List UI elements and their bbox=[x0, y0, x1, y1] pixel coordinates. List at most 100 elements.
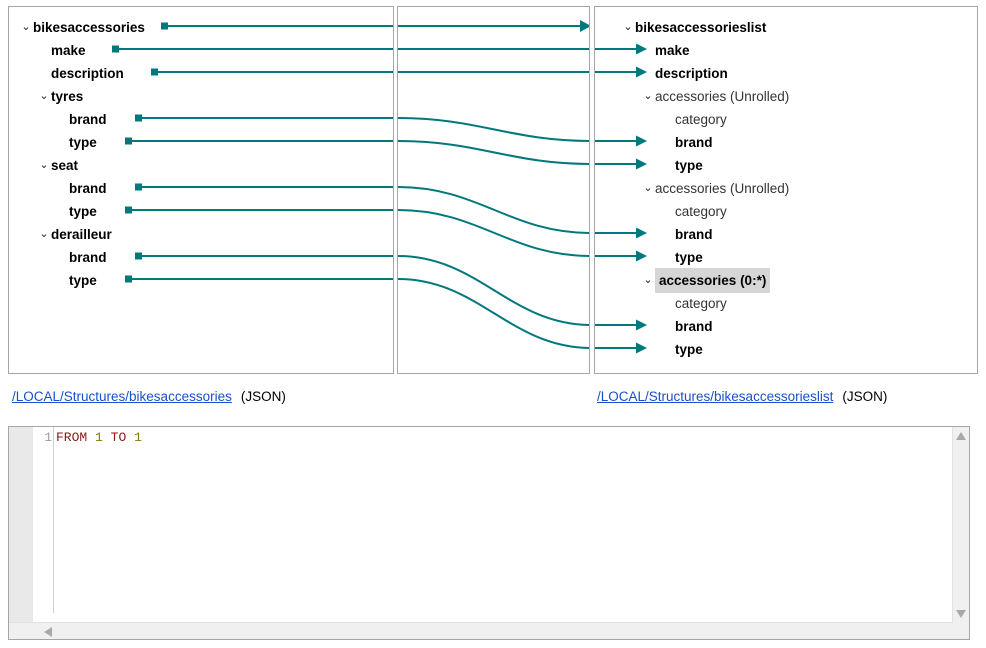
target-tree-row-label: category bbox=[675, 112, 727, 128]
source-tree-row[interactable]: description bbox=[9, 61, 393, 84]
code-token-number: 1 bbox=[95, 430, 103, 445]
editor-vertical-scrollbar[interactable] bbox=[952, 427, 969, 623]
source-tree-row[interactable]: ⌄bikesaccessories bbox=[9, 15, 393, 38]
target-tree-row-label: brand bbox=[675, 319, 713, 335]
target-tree-row-label: accessories (Unrolled) bbox=[655, 181, 790, 197]
editor-gutter bbox=[9, 427, 33, 639]
source-tree-row[interactable]: brand bbox=[9, 107, 393, 130]
target-tree-row-label: type bbox=[675, 342, 703, 358]
target-tree-row-label: description bbox=[655, 66, 728, 82]
target-tree-row-label: category bbox=[675, 204, 727, 220]
editor-line-numbers: 1 bbox=[44, 431, 52, 445]
target-tree-row-label: brand bbox=[675, 227, 713, 243]
mapping-link-curve[interactable] bbox=[398, 117, 590, 142]
code-token-number: 1 bbox=[134, 430, 142, 445]
target-tree-row[interactable]: type bbox=[595, 337, 977, 360]
source-tree-row[interactable]: type bbox=[9, 199, 393, 222]
source-tree-row-label: tyres bbox=[51, 89, 84, 105]
chevron-down-icon[interactable]: ⌄ bbox=[643, 274, 653, 287]
source-tree-row-label: brand bbox=[69, 112, 107, 128]
source-tree-row-label: derailleur bbox=[51, 227, 112, 243]
source-tree-row-label: bikesaccessories bbox=[33, 20, 145, 36]
source-path-link[interactable]: /LOCAL/Structures/bikesaccessories bbox=[12, 389, 232, 404]
mapping-link-curve[interactable] bbox=[398, 209, 590, 257]
source-tree-row-label: type bbox=[69, 273, 97, 289]
scroll-left-arrow-icon[interactable] bbox=[44, 627, 52, 637]
target-tree-row[interactable]: ⌄accessories (Unrolled) bbox=[595, 84, 977, 107]
source-tree-row-label: description bbox=[51, 66, 124, 82]
target-tree-row-label: category bbox=[675, 296, 727, 312]
target-tree-row[interactable]: make bbox=[595, 38, 977, 61]
chevron-down-icon[interactable]: ⌄ bbox=[39, 228, 49, 241]
editor-code-area[interactable]: FROM 1 TO 1 bbox=[56, 429, 949, 447]
target-tree-row[interactable]: category bbox=[595, 199, 977, 222]
mapping-link-curve[interactable] bbox=[398, 186, 590, 234]
target-format-label: (JSON) bbox=[842, 389, 888, 404]
code-editor[interactable]: 1 FROM 1 TO 1 bbox=[8, 426, 970, 640]
code-token-keyword: TO bbox=[110, 430, 127, 445]
source-tree-row-label: type bbox=[69, 135, 97, 151]
source-tree-row-label: make bbox=[51, 43, 86, 59]
chevron-down-icon[interactable]: ⌄ bbox=[643, 182, 653, 195]
target-tree-row-label-selected: accessories (0:*) bbox=[655, 268, 771, 294]
code-token-plain bbox=[103, 430, 111, 445]
mapping-link-curve[interactable] bbox=[398, 255, 590, 326]
source-tree-row[interactable]: brand bbox=[9, 245, 393, 268]
source-tree-row[interactable]: ⌄seat bbox=[9, 153, 393, 176]
source-tree-row[interactable]: ⌄derailleur bbox=[9, 222, 393, 245]
source-tree-row-label: seat bbox=[51, 158, 79, 174]
chevron-down-icon[interactable]: ⌄ bbox=[623, 21, 633, 34]
target-tree-row-label: type bbox=[675, 250, 703, 266]
target-tree-row-label: accessories (Unrolled) bbox=[655, 89, 790, 105]
source-tree-row[interactable]: type bbox=[9, 130, 393, 153]
mapping-arrowhead-icon bbox=[580, 20, 589, 32]
target-tree-row[interactable]: brand bbox=[595, 222, 977, 245]
scrollbar-corner bbox=[953, 623, 969, 639]
mapping-link-curves[interactable] bbox=[398, 7, 590, 374]
source-format-label: (JSON) bbox=[240, 389, 286, 404]
source-tree-row[interactable]: ⌄tyres bbox=[9, 84, 393, 107]
target-tree-row-label: make bbox=[655, 43, 690, 59]
code-token-plain bbox=[126, 430, 134, 445]
chevron-down-icon[interactable]: ⌄ bbox=[39, 159, 49, 172]
source-tree-row-label: brand bbox=[69, 250, 107, 266]
source-path-row: /LOCAL/Structures/bikesaccessories (JSON) bbox=[12, 388, 286, 406]
target-path-row: /LOCAL/Structures/bikesaccessorieslist (J… bbox=[597, 388, 887, 406]
code-token-plain bbox=[87, 430, 95, 445]
mapping-link-curve[interactable] bbox=[398, 140, 590, 165]
target-tree-row[interactable]: category bbox=[595, 291, 977, 314]
source-tree-row-label: type bbox=[69, 204, 97, 220]
target-tree-row[interactable]: type bbox=[595, 153, 977, 176]
target-tree-row-label: brand bbox=[675, 135, 713, 151]
target-tree-row[interactable]: brand bbox=[595, 314, 977, 337]
target-tree-row[interactable]: ⌄accessories (Unrolled) bbox=[595, 176, 977, 199]
source-tree-row[interactable]: make bbox=[9, 38, 393, 61]
target-tree-row[interactable]: ⌄accessories (0:*) bbox=[595, 268, 977, 294]
target-tree-row[interactable]: ⌄bikesaccessorieslist bbox=[595, 15, 977, 38]
scroll-up-arrow-icon[interactable] bbox=[956, 432, 966, 440]
target-tree-row[interactable]: type bbox=[595, 245, 977, 268]
source-tree-row[interactable]: type bbox=[9, 268, 393, 291]
chevron-down-icon[interactable]: ⌄ bbox=[643, 90, 653, 103]
target-tree-row-label: type bbox=[675, 158, 703, 174]
editor-horizontal-scrollbar[interactable] bbox=[9, 622, 953, 639]
chevron-down-icon[interactable]: ⌄ bbox=[39, 90, 49, 103]
source-tree-row-label: brand bbox=[69, 181, 107, 197]
mapping-panel[interactable] bbox=[397, 6, 590, 374]
target-path-link[interactable]: /LOCAL/Structures/bikesaccessorieslist bbox=[597, 389, 834, 404]
target-tree-row[interactable]: category bbox=[595, 107, 977, 130]
chevron-down-icon[interactable]: ⌄ bbox=[21, 21, 31, 34]
target-tree-row-label: bikesaccessorieslist bbox=[635, 20, 767, 36]
target-tree-row[interactable]: brand bbox=[595, 130, 977, 153]
code-token-keyword: FROM bbox=[56, 430, 88, 445]
target-tree-row[interactable]: description bbox=[595, 61, 977, 84]
source-tree-row[interactable]: brand bbox=[9, 176, 393, 199]
mapping-link-curve[interactable] bbox=[398, 278, 590, 349]
editor-gutter-separator bbox=[53, 427, 54, 613]
scroll-down-arrow-icon[interactable] bbox=[956, 610, 966, 618]
